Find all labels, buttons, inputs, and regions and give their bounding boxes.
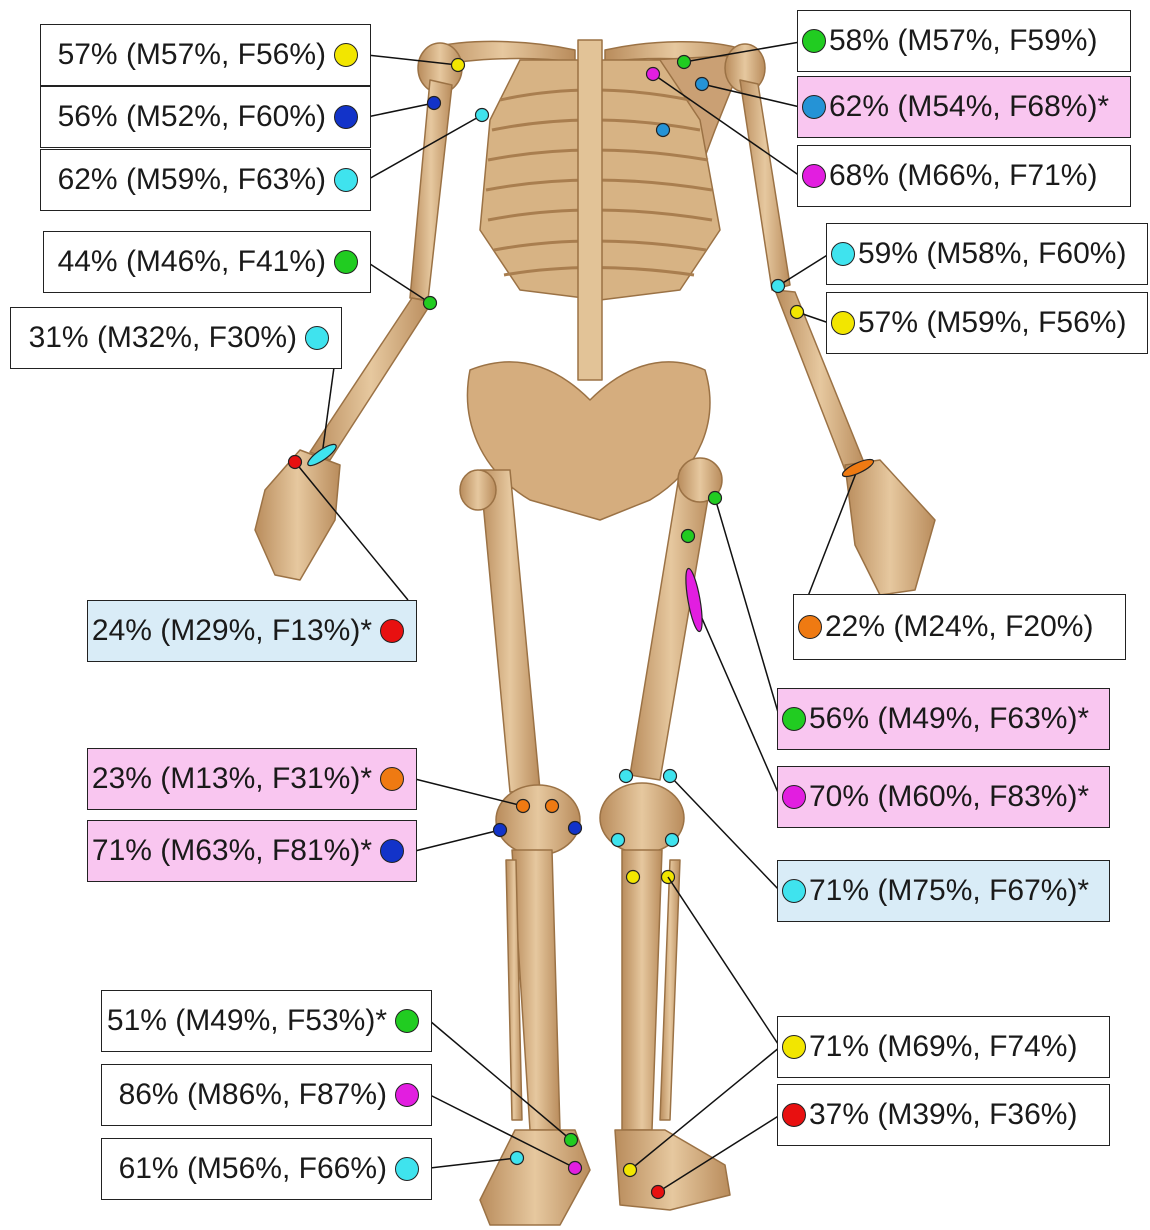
marker-dot-icon bbox=[782, 879, 806, 903]
label-text: 59% (M58%, F60%) bbox=[858, 237, 1126, 271]
label-text: 57% (M59%, F56%) bbox=[858, 306, 1126, 340]
label-text: 23% (M13%, F31%)* bbox=[92, 762, 372, 796]
label-text: 51% (M49%, F53%)* bbox=[107, 1004, 387, 1038]
label-text: 58% (M57%, F59%) bbox=[829, 24, 1097, 58]
label-right-shoulder-green: 58% (M57%, F59%) bbox=[797, 10, 1131, 72]
marker-dot-icon bbox=[802, 95, 826, 119]
label-right-femur-magenta: 70% (M60%, F83%)* bbox=[777, 766, 1110, 828]
label-text: 68% (M66%, F71%) bbox=[829, 159, 1097, 193]
label-left-shoulder-cyan: 62% (M59%, F63%) bbox=[40, 149, 371, 211]
left-knee bbox=[496, 785, 580, 855]
left-hand bbox=[255, 450, 340, 580]
label-text: 61% (M56%, F66%) bbox=[119, 1152, 387, 1186]
marker-dot-icon bbox=[380, 839, 404, 863]
label-left-ankle-cyan: 61% (M56%, F66%) bbox=[101, 1138, 432, 1200]
label-right-scapula-steel: 62% (M54%, F68%)* bbox=[797, 76, 1131, 138]
label-text: 71% (M75%, F67%)* bbox=[809, 874, 1089, 908]
marker-dot-icon bbox=[334, 105, 358, 129]
label-text: 56% (M49%, F63%)* bbox=[809, 702, 1089, 736]
label-text: 62% (M54%, F68%)* bbox=[829, 90, 1109, 124]
left-femur bbox=[480, 470, 540, 792]
label-text: 37% (M39%, F36%) bbox=[809, 1098, 1077, 1132]
label-text: 24% (M29%, F13%)* bbox=[92, 614, 372, 648]
label-left-elbow-green: 44% (M46%, F41%) bbox=[43, 231, 371, 293]
label-text: 56% (M52%, F60%) bbox=[58, 100, 326, 134]
label-text: 86% (M86%, F87%) bbox=[119, 1078, 387, 1112]
label-left-ankle-magenta: 86% (M86%, F87%) bbox=[101, 1064, 432, 1126]
label-left-hand-red: 24% (M29%, F13%)* bbox=[87, 600, 417, 662]
right-fibula bbox=[660, 860, 680, 1120]
marker-dot-icon bbox=[782, 1103, 806, 1127]
label-right-scapula-magenta: 68% (M66%, F71%) bbox=[797, 145, 1131, 207]
left-foot bbox=[480, 1130, 590, 1225]
marker-dot-icon bbox=[831, 242, 855, 266]
right-knee bbox=[600, 783, 684, 853]
marker-dot-icon bbox=[395, 1083, 419, 1107]
label-right-heel-red: 37% (M39%, F36%) bbox=[777, 1084, 1110, 1146]
label-right-ankle-yellow: 71% (M69%, F74%) bbox=[777, 1016, 1110, 1078]
label-text: 62% (M59%, F63%) bbox=[58, 163, 326, 197]
marker-dot-icon bbox=[802, 164, 826, 188]
left-humerus bbox=[410, 80, 452, 300]
right-hand bbox=[845, 460, 935, 595]
marker-dot-icon bbox=[798, 615, 822, 639]
label-text: 44% (M46%, F41%) bbox=[58, 245, 326, 279]
right-tibia bbox=[622, 850, 662, 1130]
marker-dot-icon bbox=[380, 767, 404, 791]
marker-dot-icon bbox=[334, 168, 358, 192]
marker-dot-icon bbox=[380, 619, 404, 643]
marker-dot-icon bbox=[802, 29, 826, 53]
marker-dot-icon bbox=[334, 43, 358, 67]
marker-dot-icon bbox=[782, 707, 806, 731]
marker-dot-icon bbox=[782, 785, 806, 809]
label-text: 71% (M63%, F81%)* bbox=[92, 834, 372, 868]
right-femur bbox=[630, 470, 712, 780]
marker-dot-icon bbox=[305, 326, 329, 350]
marker-dot-icon bbox=[782, 1035, 806, 1059]
label-right-elbow-yellow: 57% (M59%, F56%) bbox=[826, 292, 1148, 354]
label-left-shoulder-navy: 56% (M52%, F60%) bbox=[40, 86, 371, 148]
label-text: 22% (M24%, F20%) bbox=[825, 610, 1093, 644]
label-left-knee-orange: 23% (M13%, F31%)* bbox=[87, 748, 417, 810]
label-text: 70% (M60%, F83%)* bbox=[809, 780, 1089, 814]
marker-dot-icon bbox=[395, 1009, 419, 1033]
label-left-wrist-cyan: 31% (M32%, F30%) bbox=[10, 307, 342, 369]
label-right-hip-green: 56% (M49%, F63%)* bbox=[777, 688, 1110, 750]
label-right-knee-cyan: 71% (M75%, F67%)* bbox=[777, 860, 1110, 922]
label-text: 31% (M32%, F30%) bbox=[29, 321, 297, 355]
label-left-ankle-green: 51% (M49%, F53%)* bbox=[101, 990, 432, 1052]
label-right-elbow-cyan: 59% (M58%, F60%) bbox=[826, 223, 1148, 285]
label-text: 71% (M69%, F74%) bbox=[809, 1030, 1077, 1064]
right-foot bbox=[615, 1130, 730, 1210]
label-right-wrist-orange: 22% (M24%, F20%) bbox=[793, 594, 1126, 660]
marker-dot-icon bbox=[831, 311, 855, 335]
label-left-knee-navy: 71% (M63%, F81%)* bbox=[87, 820, 417, 882]
marker-dot-icon bbox=[395, 1157, 419, 1181]
marker-dot-icon bbox=[334, 250, 358, 274]
label-left-shoulder-yellow: 57% (M57%, F56%) bbox=[40, 24, 371, 86]
spine bbox=[578, 40, 602, 380]
label-text: 57% (M57%, F56%) bbox=[58, 38, 326, 72]
right-humerus bbox=[740, 80, 790, 290]
